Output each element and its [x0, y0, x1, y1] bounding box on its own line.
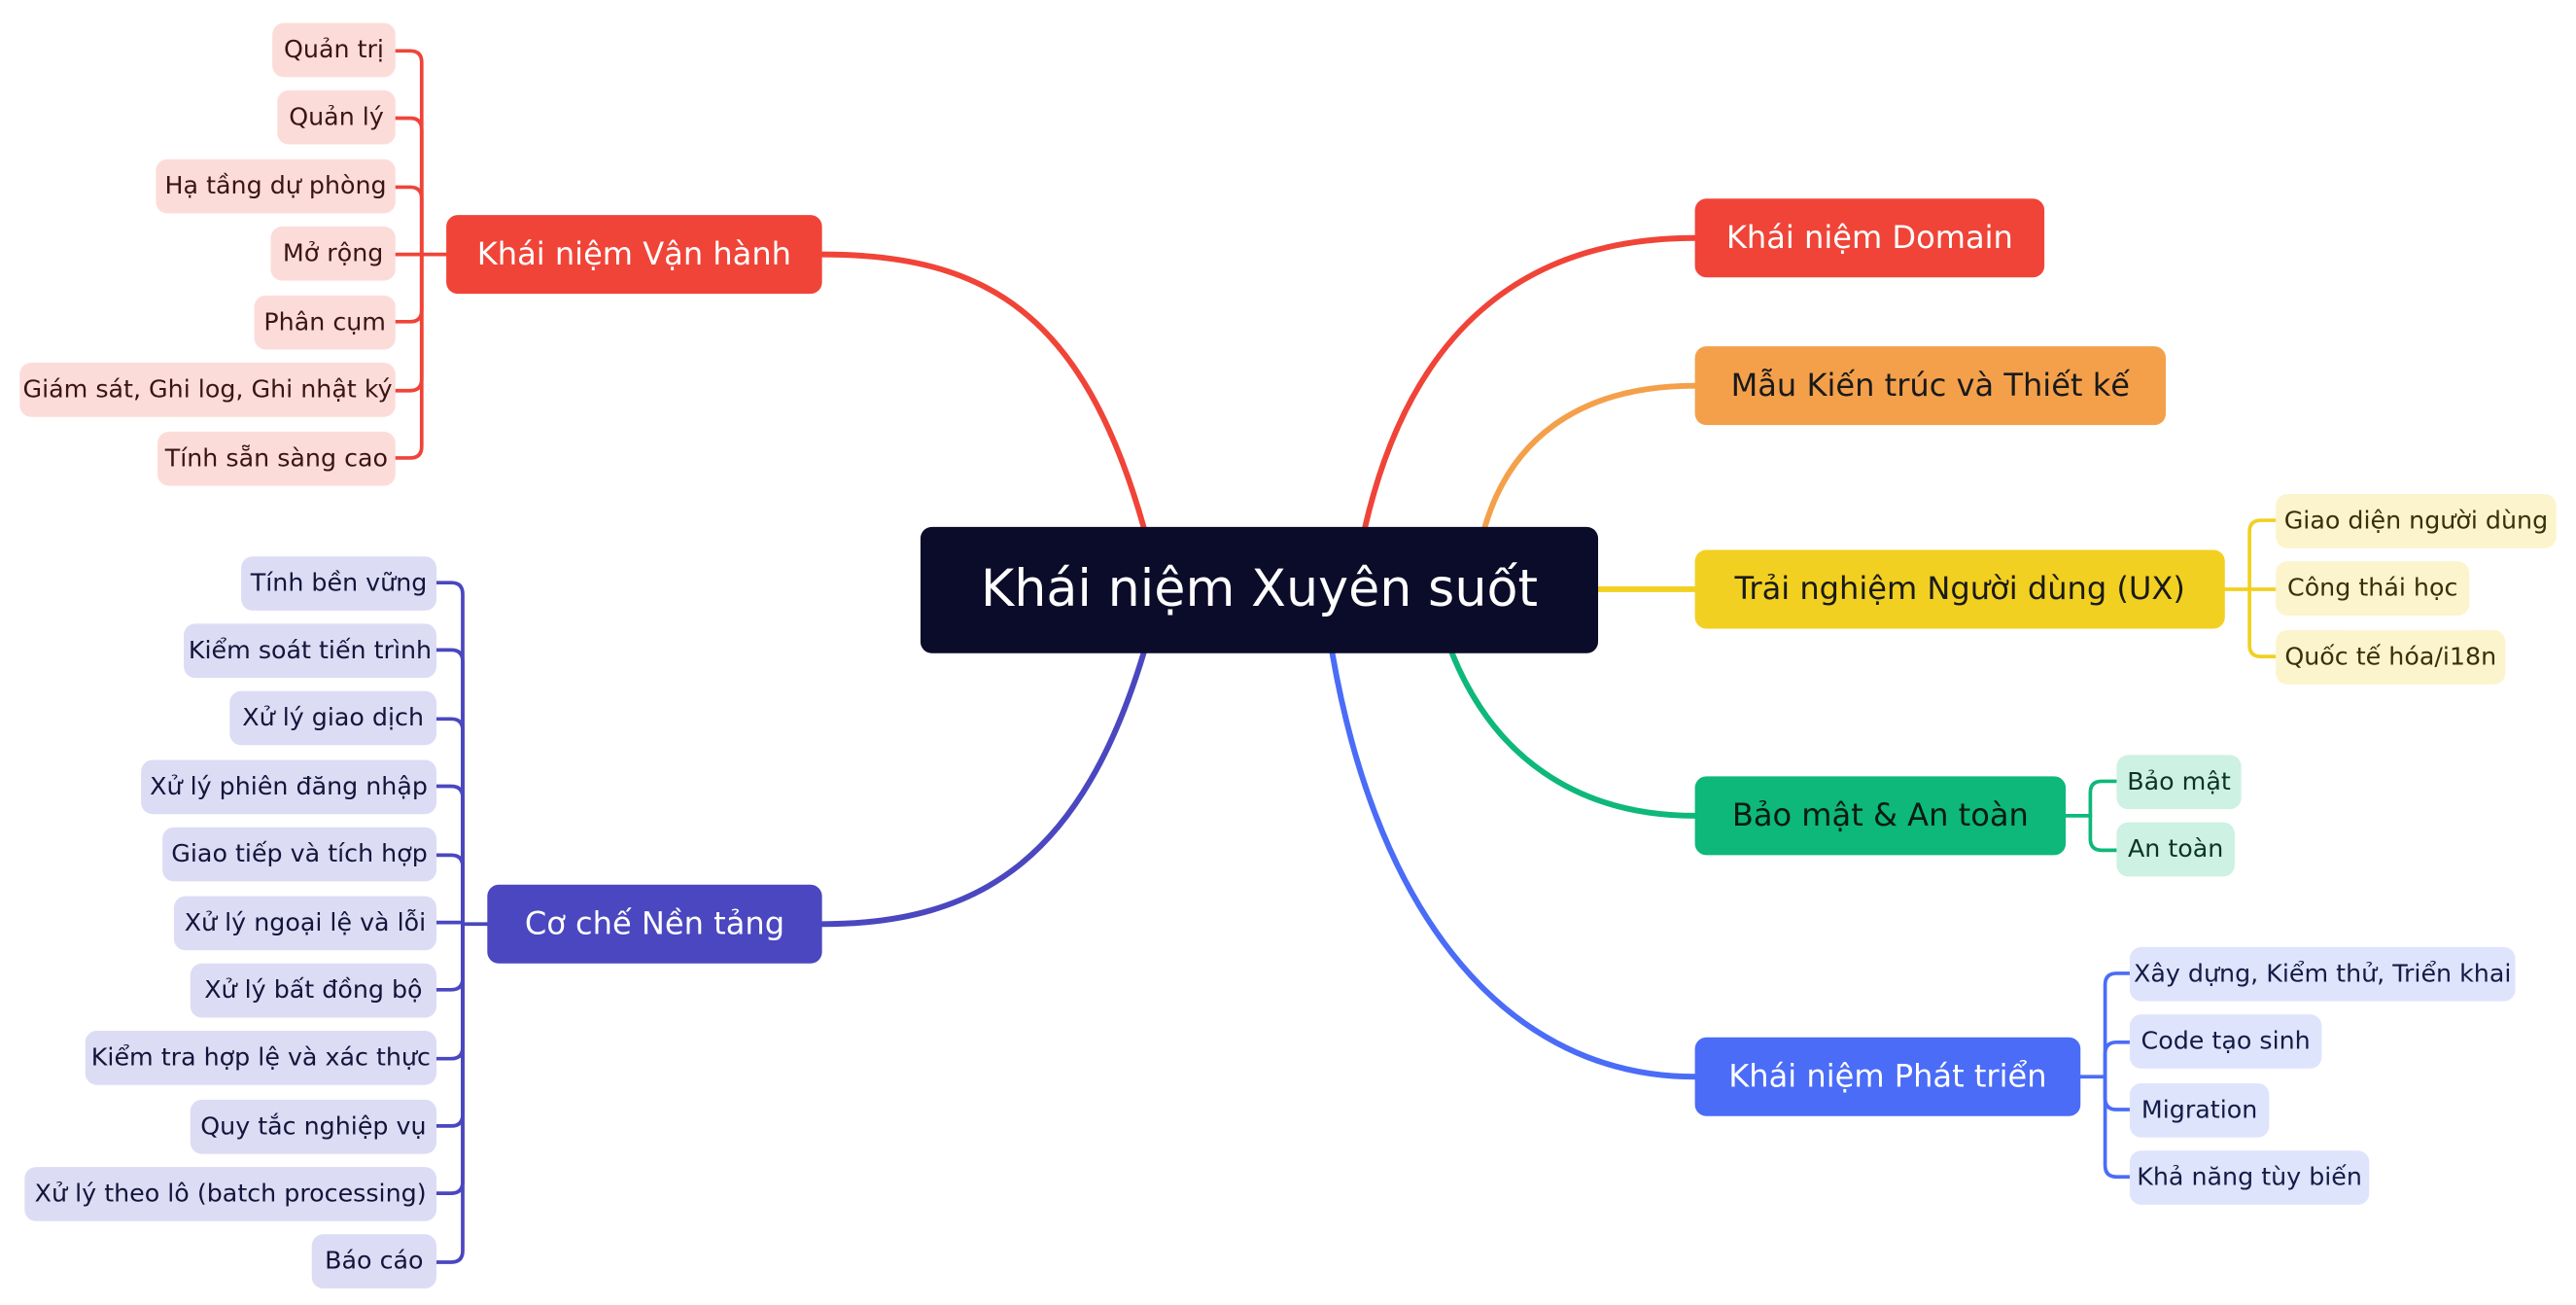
- subtopic-ha-tang-du-phong[interactable]: Hạ tầng dự phòng: [156, 159, 396, 214]
- bracket-bao-mat-leaf-1: [2088, 814, 2119, 853]
- branch-phat-trien[interactable]: Khái niệm Phát triển: [1694, 1037, 2081, 1116]
- bracket-bao-mat-leaf-0: [2088, 779, 2119, 818]
- connector-phat-trien: [1329, 650, 1698, 1080]
- subtopic-tinh-san-sang-cao[interactable]: Tính sẵn sàng cao: [157, 431, 396, 486]
- subtopic-giao-tiep-tich-hop[interactable]: Giao tiếp và tích hợp: [162, 827, 436, 882]
- bracket-phat-trien-leaf-0: [2103, 971, 2132, 1079]
- subtopic-kha-nang-tuy-bien[interactable]: Khả năng tùy biến: [2129, 1150, 2370, 1205]
- subtopic-xay-dung-kiem-thu[interactable]: Xây dựng, Kiểm thử, Triển khai: [2129, 946, 2516, 1002]
- bracket-van-hanh-leaf-2: [393, 185, 424, 257]
- bracket-nen-tang-leaf-10: [435, 922, 465, 1264]
- subtopic-giao-dien-nguoi-dung[interactable]: Giao diện người dùng: [2276, 494, 2557, 548]
- bracket-van-hanh-leaf-1: [393, 116, 424, 257]
- bracket-phat-trien-leaf-2: [2103, 1075, 2132, 1111]
- subtopic-tinh-ben-vung[interactable]: Tính bền vững: [241, 556, 436, 611]
- connector-bao-mat: [1448, 650, 1698, 819]
- connector-nen-tang: [818, 650, 1147, 928]
- bracket-nen-tang-leaf-2: [435, 717, 465, 927]
- subtopic-quan-tri[interactable]: Quản trị: [272, 22, 396, 78]
- bracket-van-hanh-leaf-0: [393, 49, 424, 257]
- subtopic-cong-thai-hoc[interactable]: Công thái học: [2276, 561, 2470, 616]
- subtopic-bao-cao[interactable]: Báo cáo: [311, 1234, 436, 1289]
- connector-kien-truc: [1481, 382, 1698, 530]
- subtopic-bao-mat[interactable]: Bảo mật: [2116, 755, 2242, 810]
- bracket-nen-tang-leaf-6: [435, 922, 465, 992]
- subtopic-xu-ly-ngoai-le[interactable]: Xử lý ngoại lệ và lỗi: [173, 896, 436, 951]
- subtopic-migration[interactable]: Migration: [2129, 1083, 2270, 1138]
- bracket-nen-tang-leaf-0: [435, 581, 465, 927]
- subtopic-quoc-te-hoa[interactable]: Quốc tế hóa/i18n: [2276, 630, 2506, 685]
- branch-bao-mat[interactable]: Bảo mật & An toàn: [1694, 776, 2067, 856]
- branch-ux[interactable]: Trải nghiệm Người dùng (UX): [1694, 549, 2225, 629]
- subtopic-mo-rong[interactable]: Mở rộng: [270, 226, 396, 281]
- bracket-nen-tang-leaf-1: [435, 648, 465, 927]
- subtopic-phan-cum[interactable]: Phân cụm: [254, 295, 396, 350]
- subtopic-an-toan[interactable]: An toàn: [2116, 822, 2235, 877]
- subtopic-xu-ly-theo-lo[interactable]: Xử lý theo lô (batch processing): [24, 1167, 436, 1221]
- subtopic-quan-ly[interactable]: Quản lý: [277, 89, 396, 145]
- subtopic-kiem-tra-hop-le[interactable]: Kiểm tra hợp lệ và xác thực: [85, 1031, 436, 1085]
- branch-kien-truc[interactable]: Mẫu Kiến trúc và Thiết kế: [1694, 346, 2167, 426]
- bracket-van-hanh-leaf-4: [393, 252, 424, 324]
- central-topic[interactable]: Khái niệm Xuyên suốt: [920, 526, 1599, 653]
- bracket-ux-leaf-2: [2247, 587, 2278, 659]
- branch-domain[interactable]: Khái niệm Domain: [1694, 198, 2045, 278]
- subtopic-xu-ly-bat-dong-bo[interactable]: Xử lý bất đồng bộ: [190, 963, 436, 1018]
- subtopic-giam-sat[interactable]: Giám sát, Ghi log, Ghi nhật ký: [19, 363, 396, 417]
- bracket-phat-trien-leaf-1: [2103, 1040, 2132, 1079]
- connector-domain: [1362, 234, 1698, 530]
- subtopic-xu-ly-phien-dang-nhap[interactable]: Xử lý phiên đăng nhập: [141, 759, 436, 815]
- bracket-ux-leaf-0: [2247, 518, 2278, 591]
- bracket-phat-trien-leaf-3: [2103, 1075, 2132, 1180]
- subtopic-kiem-soat-tien-trinh[interactable]: Kiểm soát tiến trình: [184, 623, 436, 679]
- subtopic-xu-ly-giao-dich[interactable]: Xử lý giao dịch: [229, 690, 436, 746]
- bracket-van-hanh-leaf-6: [393, 252, 424, 460]
- subtopic-quy-tac-nghiep-vu[interactable]: Quy tắc nghiệp vụ: [190, 1099, 436, 1154]
- connector-van-hanh: [818, 251, 1147, 530]
- bracket-nen-tang-leaf-4: [435, 853, 465, 927]
- branch-nen-tang[interactable]: Cơ chế Nền tảng: [487, 884, 822, 964]
- branch-van-hanh[interactable]: Khái niệm Vận hành: [446, 215, 822, 295]
- subtopic-code-tao-sinh[interactable]: Code tạo sinh: [2129, 1014, 2322, 1069]
- bracket-nen-tang-leaf-3: [435, 784, 465, 927]
- bracket-nen-tang-leaf-8: [435, 922, 465, 1128]
